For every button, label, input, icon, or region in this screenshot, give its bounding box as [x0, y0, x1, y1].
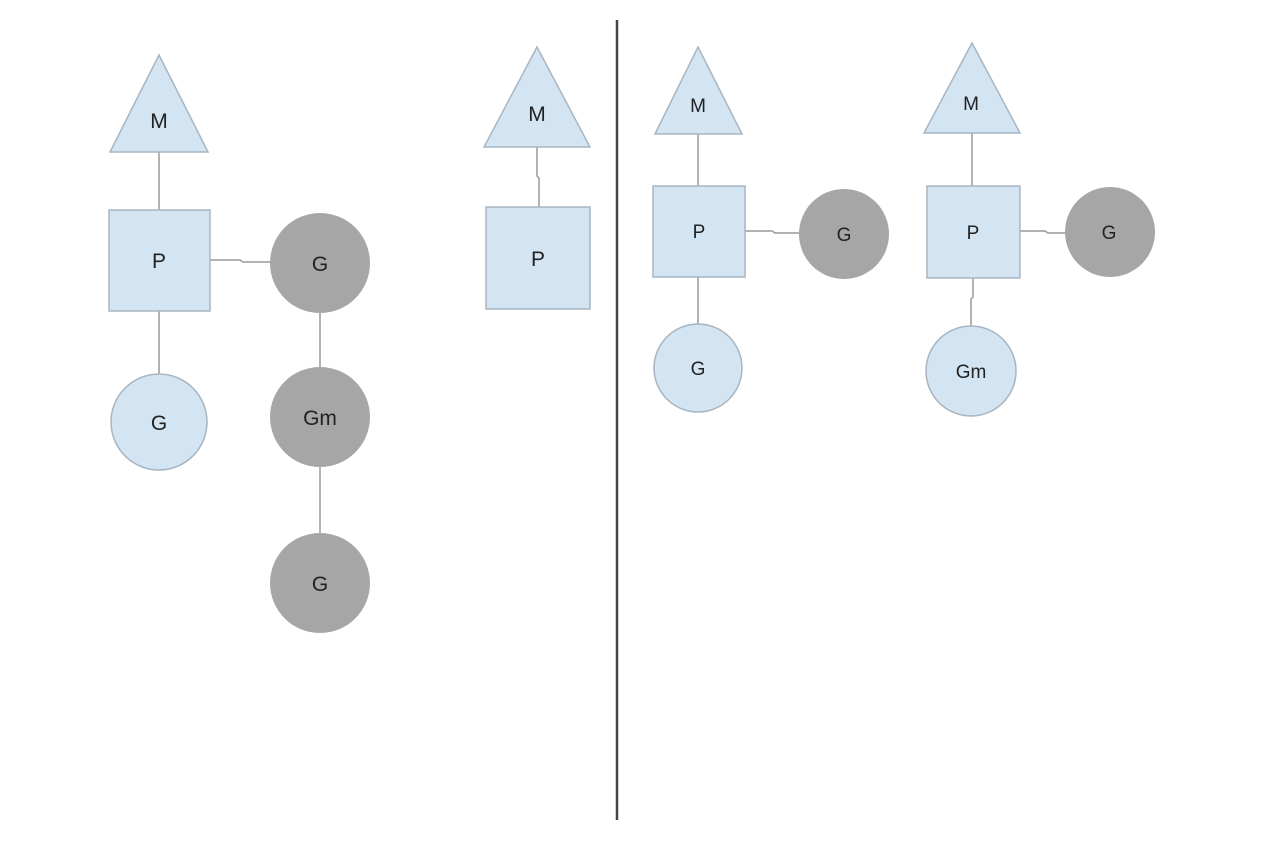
- p-label: P: [967, 223, 980, 244]
- edge-p-running-g: [745, 230, 800, 234]
- p-processor-square: [652, 185, 746, 278]
- m-machine-triangle: [482, 45, 592, 148]
- running-g-label: G: [1102, 223, 1117, 244]
- local-g-label: G: [691, 359, 706, 380]
- gm-label: Gm: [303, 407, 337, 430]
- queued-g-circle: [270, 533, 370, 633]
- running-g-circle: [1065, 187, 1155, 277]
- local-g-circle: [653, 323, 743, 413]
- gm-label: Gm: [956, 362, 987, 383]
- m-label: M: [150, 110, 168, 133]
- m-label: M: [963, 94, 979, 115]
- p-processor-square: [926, 185, 1021, 279]
- running-g-label: G: [837, 225, 852, 246]
- p-processor-square: [108, 209, 211, 312]
- gm-circle: [925, 325, 1017, 417]
- p-processor-square: [485, 206, 591, 310]
- p-label: P: [693, 222, 706, 243]
- m-label: M: [528, 103, 546, 126]
- left-group-2: M P: [482, 45, 592, 310]
- p-label: P: [531, 248, 545, 271]
- m-machine-triangle: [108, 53, 210, 153]
- local-g-label: G: [151, 412, 167, 435]
- running-g-circle: [270, 213, 370, 313]
- m-label: M: [690, 96, 706, 117]
- p-label: P: [152, 250, 166, 273]
- right-group-2: M P G Gm: [922, 41, 1155, 417]
- local-g-circle: [110, 373, 208, 471]
- running-g-label: G: [312, 253, 328, 276]
- gm-circle: [270, 367, 370, 467]
- m-machine-triangle: [653, 45, 744, 135]
- edge-p-gm: [970, 278, 974, 327]
- edge-p-running-g: [1020, 230, 1066, 234]
- m-machine-triangle: [922, 41, 1022, 134]
- right-group-1: M P G G: [652, 45, 889, 413]
- running-g-circle: [799, 189, 889, 279]
- edge-m-p: [536, 147, 540, 207]
- left-group-1: M P G G Gm G: [108, 53, 370, 633]
- queued-g-label: G: [312, 573, 328, 596]
- edge-p-running-g: [210, 259, 271, 263]
